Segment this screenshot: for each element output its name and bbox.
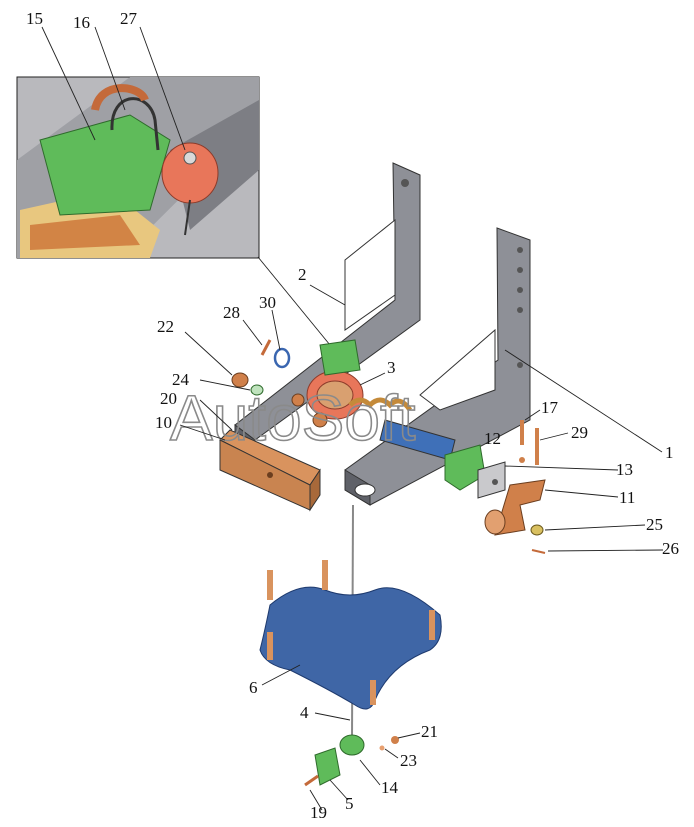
washer-23 bbox=[379, 745, 385, 751]
callout-23: 23 bbox=[400, 751, 417, 770]
spring-assembly bbox=[291, 339, 456, 461]
gear-12 bbox=[444, 444, 486, 491]
clamp-14 bbox=[339, 734, 365, 756]
callout-25: 25 bbox=[646, 515, 663, 534]
nut-22 bbox=[231, 372, 249, 388]
callout-20: 20 bbox=[160, 389, 177, 408]
callout-6: 6 bbox=[249, 678, 258, 697]
callout-28: 28 bbox=[223, 303, 240, 322]
pin-26 bbox=[531, 549, 546, 554]
washer-24 bbox=[250, 384, 264, 396]
callout-5: 5 bbox=[345, 794, 354, 813]
callout-3: 3 bbox=[387, 358, 396, 377]
block-13 bbox=[477, 461, 506, 499]
callout-16: 16 bbox=[73, 13, 90, 32]
callout-11: 11 bbox=[619, 488, 635, 507]
callout-21: 21 bbox=[421, 722, 438, 741]
nut-25 bbox=[530, 524, 544, 536]
callout-27: 27 bbox=[120, 9, 138, 28]
ball-21 bbox=[391, 736, 399, 744]
callout-13: 13 bbox=[616, 460, 633, 479]
detail-inset bbox=[16, 76, 260, 259]
callout-29: 29 bbox=[571, 423, 588, 442]
callout-10: 10 bbox=[155, 413, 172, 432]
watermark-text: AutoSoft bbox=[170, 382, 416, 454]
leader-lines bbox=[41, 26, 664, 811]
callout-14: 14 bbox=[381, 778, 399, 797]
callout-15: 15 bbox=[26, 9, 43, 28]
callout-24: 24 bbox=[172, 370, 190, 389]
callout-30: 30 bbox=[259, 293, 276, 312]
callout-12: 12 bbox=[484, 429, 501, 448]
right-bracket bbox=[344, 227, 531, 506]
base-plate bbox=[259, 560, 442, 710]
callout-1: 1 bbox=[665, 443, 674, 462]
lever-11 bbox=[484, 479, 546, 536]
pin-28 bbox=[260, 339, 272, 356]
ring-30 bbox=[273, 347, 291, 369]
callout-2: 2 bbox=[298, 265, 307, 284]
callout-4: 4 bbox=[300, 703, 309, 722]
inset-pointer-line bbox=[257, 256, 331, 346]
callout-19: 19 bbox=[310, 803, 327, 822]
plate-5 bbox=[314, 747, 341, 786]
screw-19 bbox=[304, 774, 319, 787]
callout-labels: 15 16 27 2 28 30 22 3 24 20 10 17 29 12 … bbox=[26, 9, 679, 822]
callout-22: 22 bbox=[157, 317, 174, 336]
callout-26: 26 bbox=[662, 539, 679, 558]
callout-17: 17 bbox=[541, 398, 559, 417]
strap-bracket bbox=[219, 429, 321, 512]
